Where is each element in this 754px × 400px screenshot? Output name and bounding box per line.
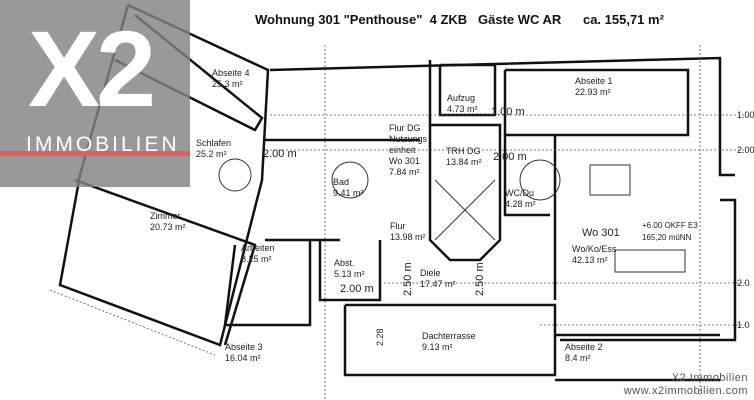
logo-accent-line bbox=[0, 151, 190, 156]
wall-arbeiten bbox=[223, 240, 312, 327]
height-label: 2.00 m bbox=[493, 151, 527, 163]
wall-abseite1 bbox=[503, 68, 690, 137]
turning-circle bbox=[218, 158, 252, 192]
watermark-name: X2 Immobilien bbox=[671, 372, 748, 384]
level-okff: +6.00 OKFF E3 bbox=[642, 221, 698, 230]
height-label: 1.00 m bbox=[491, 106, 525, 118]
logo-subtitle: IMMOBILIEN bbox=[26, 133, 180, 156]
dimension-label: 1.0 bbox=[737, 320, 750, 330]
stair-diagonal bbox=[434, 179, 496, 241]
logo-mark: X2 bbox=[28, 8, 156, 129]
wall-abst bbox=[318, 240, 382, 302]
height-label: 2.50 m bbox=[402, 262, 414, 296]
table bbox=[589, 164, 631, 196]
page-title: Wohnung 301 "Penthouse" 4 ZKB Gäste WC A… bbox=[255, 12, 664, 27]
level-nn: 165,20 müNN bbox=[642, 233, 692, 242]
dimension-label: 2.0 bbox=[737, 278, 750, 288]
watermark-url: www.x2immobilien.com bbox=[623, 385, 748, 397]
dimension-label: 2.00 bbox=[737, 145, 754, 155]
sofa bbox=[614, 249, 686, 273]
turning-circle bbox=[519, 159, 561, 201]
height-label: 2.00 m bbox=[340, 283, 374, 295]
turning-circle bbox=[331, 161, 369, 199]
wall-right bbox=[560, 198, 737, 342]
wall-stair bbox=[428, 123, 502, 262]
height-label: 2.50 m bbox=[474, 262, 486, 296]
height-label: 2.00 m bbox=[263, 148, 297, 160]
dimension-label: 1.00 bbox=[737, 110, 754, 120]
wall-terrace bbox=[343, 303, 557, 377]
grid-line bbox=[49, 289, 216, 356]
wall-wc bbox=[503, 135, 550, 217]
wall-zimmer bbox=[74, 178, 257, 346]
unit-label: Wo 301 bbox=[582, 227, 620, 239]
room-label: Abst.5.13 m² bbox=[334, 258, 365, 279]
logo: X2 IMMOBILIEN bbox=[0, 0, 190, 187]
dimension-label: 2.28 bbox=[375, 328, 385, 346]
